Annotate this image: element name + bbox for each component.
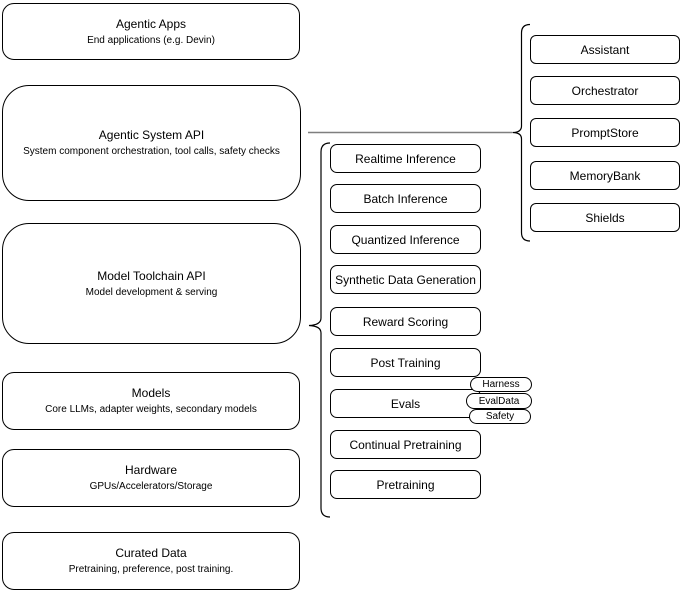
- component-box-memorybank: MemoryBank: [530, 161, 680, 190]
- box-models-title: Models: [131, 386, 171, 400]
- component-box-shields: Shields: [530, 203, 680, 232]
- toolchain-box-realtime-inference: Realtime Inference: [330, 144, 481, 173]
- box-models-subtitle: Core LLMs, adapter weights, secondary mo…: [45, 404, 257, 415]
- toolchain-brace: [308, 142, 331, 518]
- box-curated-data-subtitle: Pretraining, preference, post training.: [68, 564, 234, 575]
- box-agentic-system-api-subtitle: System component orchestration, tool cal…: [23, 146, 280, 157]
- toolchain-box-continual-pretraining: Continual Pretraining: [330, 430, 481, 459]
- toolchain-box-pretraining: Pretraining: [330, 470, 481, 499]
- eval-tag-safety: Safety: [469, 409, 531, 424]
- component-box-promptstore: PromptStore: [530, 118, 680, 147]
- component-box-assistant: Assistant: [530, 35, 680, 64]
- box-agentic-apps-subtitle: End applications (e.g. Devin): [87, 34, 215, 46]
- box-curated-data-title: Curated Data: [115, 546, 187, 560]
- box-model-toolchain-api-title: Model Toolchain API: [97, 268, 206, 283]
- component-box-orchestrator: Orchestrator: [530, 76, 680, 105]
- toolchain-box-reward-scoring: Reward Scoring: [330, 307, 481, 336]
- box-model-toolchain-api: Model Toolchain API Model development & …: [2, 223, 301, 344]
- box-model-toolchain-api-subtitle: Model development & serving: [85, 286, 218, 298]
- box-models: Models Core LLMs, adapter weights, secon…: [2, 372, 300, 430]
- toolchain-box-evals: Evals: [330, 389, 481, 418]
- components-bracket: [512, 23, 531, 242]
- box-agentic-system-api: Agentic System API System component orch…: [2, 85, 301, 201]
- toolchain-box-synthetic-data-generation: Synthetic Data Generation: [330, 265, 481, 294]
- box-hardware-subtitle: GPUs/Accelerators/Storage: [89, 481, 213, 492]
- box-hardware: Hardware GPUs/Accelerators/Storage: [2, 449, 300, 507]
- eval-tag-harness: Harness: [470, 377, 532, 392]
- box-agentic-apps-title: Agentic Apps: [115, 16, 187, 31]
- box-hardware-title: Hardware: [124, 463, 178, 477]
- eval-tag-evaldata: EvalData: [466, 393, 532, 409]
- toolchain-box-batch-inference: Batch Inference: [330, 184, 481, 213]
- toolchain-box-quantized-inference: Quantized Inference: [330, 225, 481, 254]
- toolchain-box-post-training: Post Training: [330, 348, 481, 377]
- box-curated-data: Curated Data Pretraining, preference, po…: [2, 532, 300, 590]
- box-agentic-system-api-title: Agentic System API: [98, 128, 205, 142]
- box-agentic-apps: Agentic Apps End applications (e.g. Devi…: [2, 3, 300, 60]
